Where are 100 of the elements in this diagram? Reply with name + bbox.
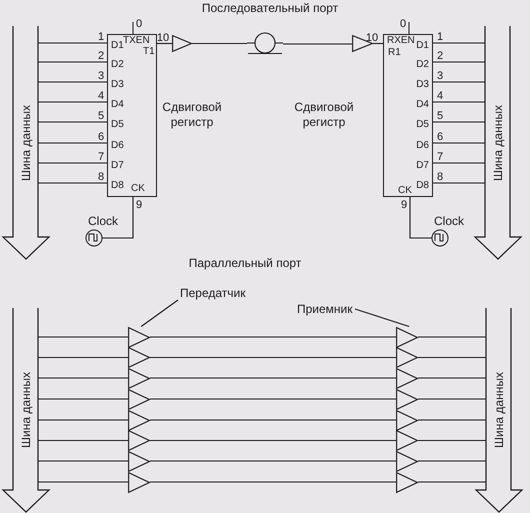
wire <box>38 440 128 442</box>
pin-name: D8 <box>111 180 124 191</box>
bus-label: Шина данных <box>492 372 506 448</box>
wire <box>150 460 396 462</box>
wire <box>38 481 128 483</box>
shift-register-box <box>383 34 433 197</box>
pin-name: CK <box>131 183 145 194</box>
wire <box>283 43 352 45</box>
pin-name: TXEN <box>123 35 150 46</box>
wire <box>38 81 107 83</box>
pin-number: 6 <box>98 131 104 143</box>
pin-number: 0 <box>136 18 142 30</box>
pin-number: 0 <box>400 18 406 30</box>
wire <box>418 481 486 483</box>
wire <box>38 42 107 44</box>
pin-number: 5 <box>98 110 104 122</box>
leader-line <box>140 300 178 327</box>
pin-name: D1 <box>416 40 429 51</box>
wire <box>373 42 383 44</box>
pin-number: 5 <box>436 110 444 122</box>
wire <box>157 42 172 44</box>
pin-number: 3 <box>98 70 104 82</box>
pin-name: D3 <box>111 79 124 90</box>
wire <box>418 419 486 421</box>
block-caption: Сдвиговой регистр <box>161 100 223 130</box>
pin-number: 2 <box>436 50 444 62</box>
clock-label: Clock <box>88 214 118 228</box>
wire <box>433 182 485 184</box>
pin-name: D6 <box>111 140 124 151</box>
pin-number: 8 <box>436 171 444 183</box>
pin-name: D6 <box>416 140 429 151</box>
wire <box>192 42 247 44</box>
wire <box>38 162 107 164</box>
pin-name: D4 <box>416 99 429 110</box>
pin-name: D5 <box>416 119 429 130</box>
wire <box>38 419 128 421</box>
wire <box>418 377 486 379</box>
pin-number: 10 <box>156 32 170 44</box>
pin-name: D7 <box>111 160 124 171</box>
wire <box>418 336 486 338</box>
wire <box>150 481 396 483</box>
pin-number: 10 <box>366 32 378 44</box>
pin-name: R1 <box>388 47 401 58</box>
wire <box>150 336 396 338</box>
wire <box>433 81 485 83</box>
pin-number: 7 <box>436 151 444 163</box>
wire <box>433 42 485 44</box>
shift-register-box <box>107 34 157 197</box>
callout-text: Передатчик <box>180 286 246 300</box>
pin-name: RXEN <box>387 35 415 46</box>
pin-number: 3 <box>436 70 444 82</box>
pin-number: 9 <box>400 199 408 211</box>
pin-number: 2 <box>98 50 104 62</box>
pin-number: 8 <box>98 171 104 183</box>
pin-name: D8 <box>416 180 429 191</box>
block-caption: Сдвиговой регистр <box>293 100 355 130</box>
pin-name: D2 <box>111 59 124 70</box>
pin-number: 7 <box>98 151 104 163</box>
pin-number: 1 <box>98 31 104 43</box>
wire <box>418 356 486 358</box>
wire <box>38 336 128 338</box>
wire <box>433 101 485 103</box>
pin-name: D4 <box>111 99 124 110</box>
wire <box>150 419 396 421</box>
pin-number: 6 <box>436 131 444 143</box>
wire <box>38 121 107 123</box>
wire <box>38 61 107 63</box>
wire <box>38 460 128 462</box>
wire <box>102 197 134 239</box>
pin-name: D7 <box>416 160 429 171</box>
section-title: Последовательный порт <box>202 2 338 14</box>
leader-line <box>354 308 410 328</box>
bus-label: Шина данных <box>19 104 33 180</box>
pin-name: D3 <box>416 79 429 90</box>
wire <box>150 398 396 400</box>
wire <box>150 377 396 379</box>
wire <box>433 61 485 63</box>
pin-name: CK <box>398 185 412 196</box>
wire <box>418 440 486 442</box>
pin-name: D5 <box>111 119 124 130</box>
pin-number: 4 <box>98 90 104 102</box>
wire <box>38 356 128 358</box>
wire <box>38 101 107 103</box>
wire <box>418 460 486 462</box>
pin-number: 9 <box>136 199 142 211</box>
wire <box>38 398 128 400</box>
wire <box>38 377 128 379</box>
clock-label: Clock <box>434 214 464 228</box>
wire <box>150 356 396 358</box>
wire <box>38 142 107 144</box>
section-title: Параллельный порт <box>188 257 302 269</box>
wire <box>150 440 396 442</box>
pin-name: D2 <box>416 59 429 70</box>
wire <box>38 182 107 184</box>
wire <box>433 162 485 164</box>
pin-number: 4 <box>436 90 444 102</box>
wire <box>409 197 432 239</box>
wire <box>433 121 485 123</box>
pin-name: T1 <box>143 46 155 57</box>
wire <box>433 142 485 144</box>
